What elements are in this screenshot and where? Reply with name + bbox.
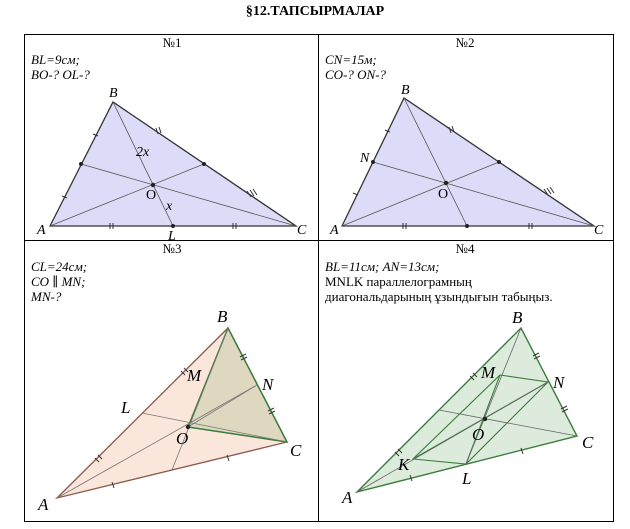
label-c: C [290, 441, 302, 460]
triangle-abc [354, 326, 579, 494]
label-n: N [552, 373, 566, 392]
task-1-number: №1 [162, 35, 182, 50]
label-l: L [120, 398, 130, 417]
task-1-line2: BO-? OL-? [31, 67, 90, 82]
task-4-line3: диагональдарының ұзындығын табыңыз. [325, 289, 553, 304]
label-l: L [461, 469, 471, 488]
task-2-given: CN=15м; CO-? ON-? [325, 52, 386, 82]
label-o: O [472, 425, 484, 444]
table-divider-vertical [318, 34, 319, 522]
label-c: C [582, 433, 594, 452]
label-a: A [36, 223, 46, 238]
label-o: O [438, 187, 448, 202]
label-b: B [217, 307, 228, 326]
median-a [341, 161, 500, 227]
task-4-line1: BL=11см; AN=13см; [325, 259, 440, 274]
task-table [24, 34, 614, 522]
label-o: O [146, 188, 156, 203]
label-b: B [512, 308, 523, 327]
label-l: L [167, 229, 176, 244]
task-1-line1: BL=9см; [31, 52, 80, 67]
median-a [49, 163, 205, 227]
median-cn [372, 161, 595, 227]
task-1-given: BL=9см; BO-? OL-? [31, 52, 90, 82]
table-divider-horizontal [24, 240, 614, 241]
label-a: A [341, 488, 353, 507]
label-c: C [297, 223, 307, 238]
label-m: M [480, 363, 496, 382]
label-x: x [165, 199, 173, 214]
task-3-line2: CO ∥ MN; [31, 274, 86, 289]
page-title: §12.ТАПСЫРМАЛАР [245, 4, 385, 19]
label-2x: 2x [136, 145, 150, 160]
label-n: N [359, 151, 370, 166]
label-n: N [261, 375, 275, 394]
label-b: B [401, 83, 410, 98]
task-3-given: CL=24см; CO ∥ MN; MN-? [31, 259, 87, 304]
task-2-line2: CO-? ON-? [325, 67, 387, 82]
task-4-line2: MNLK параллелограмның [325, 274, 472, 289]
task-3-line1: CL=24см; [31, 259, 88, 274]
task-3-line3: MN-? [31, 289, 62, 304]
task-4-number: №4 [455, 241, 475, 256]
task-4-given: BL=11см; AN=13см; MNLK параллелограмның … [325, 259, 553, 304]
median-b [403, 97, 468, 227]
label-a: A [37, 495, 49, 514]
task-3-number: №3 [162, 241, 182, 256]
triangle-boc [186, 326, 289, 443]
label-b: B [109, 86, 118, 101]
task-2-line1: CN=15м; [325, 52, 377, 67]
label-m: M [186, 366, 202, 385]
label-a: A [329, 223, 339, 238]
median-bl [112, 101, 174, 227]
median-c [80, 163, 297, 227]
label-o: O [176, 429, 188, 448]
label-k: K [397, 455, 411, 474]
task-2-number: №2 [455, 35, 475, 50]
label-c: C [594, 223, 604, 238]
